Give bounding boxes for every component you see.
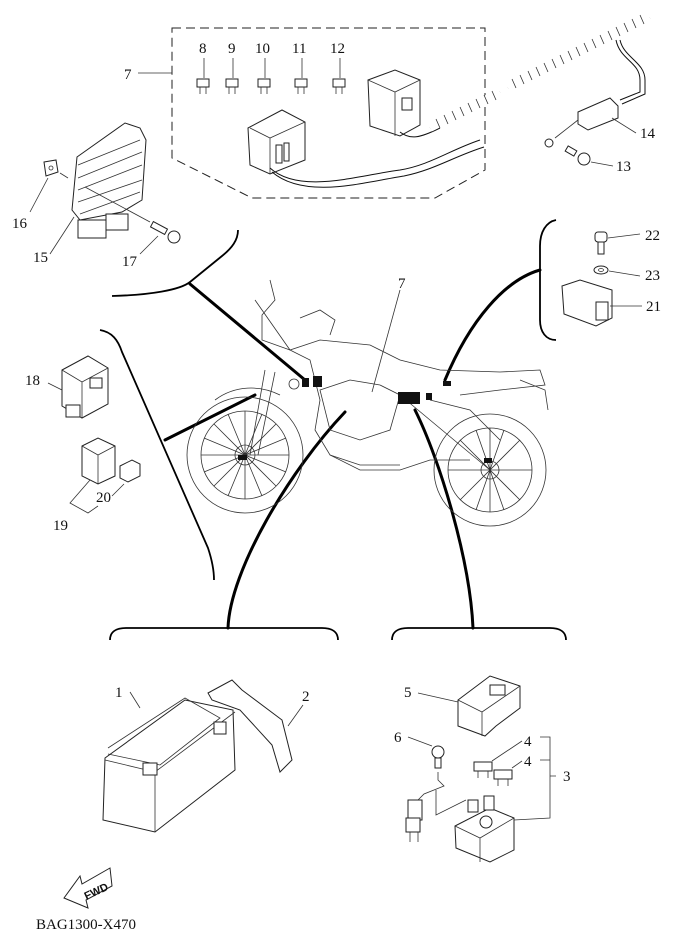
bolt-13: 13 [564,145,631,175]
callout-4b: 4 [524,754,532,770]
callout-9: 9 [228,41,236,57]
relay-assembly-19: 19 [53,437,116,534]
cover-5: 5 [404,675,521,737]
callout-20: 20 [96,490,111,506]
fuse-20: 20 [96,459,141,506]
fuse-12: 12 [330,41,346,94]
callout-2: 2 [302,689,310,705]
fuse-9: 9 [225,41,239,94]
callout-16: 16 [12,216,28,232]
relay-18: 18 [25,355,109,419]
callout-23: 23 [645,268,660,284]
bracket-16: 16 [12,159,69,232]
callout-8: 8 [199,41,207,57]
fuse-box-group: 7 8 9 10 11 12 [124,27,486,199]
callout-19: 19 [53,518,68,534]
washer-23: 23 [593,265,660,284]
battery-1: 1 [102,685,236,833]
callout-5: 5 [404,685,412,701]
callout-12: 12 [330,41,345,57]
callout-22: 22 [645,228,660,244]
leader-lines [99,219,567,641]
fuse-11: 11 [292,41,308,94]
fuse-4b: 4 [493,754,532,786]
battery-band-2: 2 [207,679,310,773]
fuse-8: 8 [196,41,210,94]
ground-lead-14: 14 [544,97,656,148]
callout-7-top: 7 [124,67,132,83]
motorcycle-overview: 7 [186,276,549,527]
callout-13: 13 [616,159,631,175]
callout-18: 18 [25,373,40,389]
callout-17: 17 [122,254,138,270]
callout-3: 3 [563,769,571,785]
callout-4a: 4 [524,734,532,750]
callout-7-bike: 7 [398,276,406,292]
callout-10: 10 [255,41,270,57]
forward-direction-arrow: FWD [63,867,113,909]
fuse-10: 10 [255,41,271,94]
fuse-4a: 4 [473,734,532,778]
callout-15: 15 [33,250,48,266]
drawing-code: BAG1300-X470 [36,917,136,933]
callout-14: 14 [640,126,656,142]
wire-harness [428,14,652,132]
bolt-6: 6 [394,730,467,842]
callout-1: 1 [115,685,123,701]
fuse-box-left [247,109,306,175]
callout-11: 11 [292,41,306,57]
fuse-box-right [367,69,421,137]
callout-21: 21 [646,299,661,315]
callout-6: 6 [394,730,402,746]
switch-21: 21 [561,279,661,327]
bolt-17: 17 [84,186,181,270]
rectifier-regulator-15: 15 [33,122,147,266]
starter-relay-3: 3 [454,736,571,863]
bolt-22: 22 [594,228,660,255]
